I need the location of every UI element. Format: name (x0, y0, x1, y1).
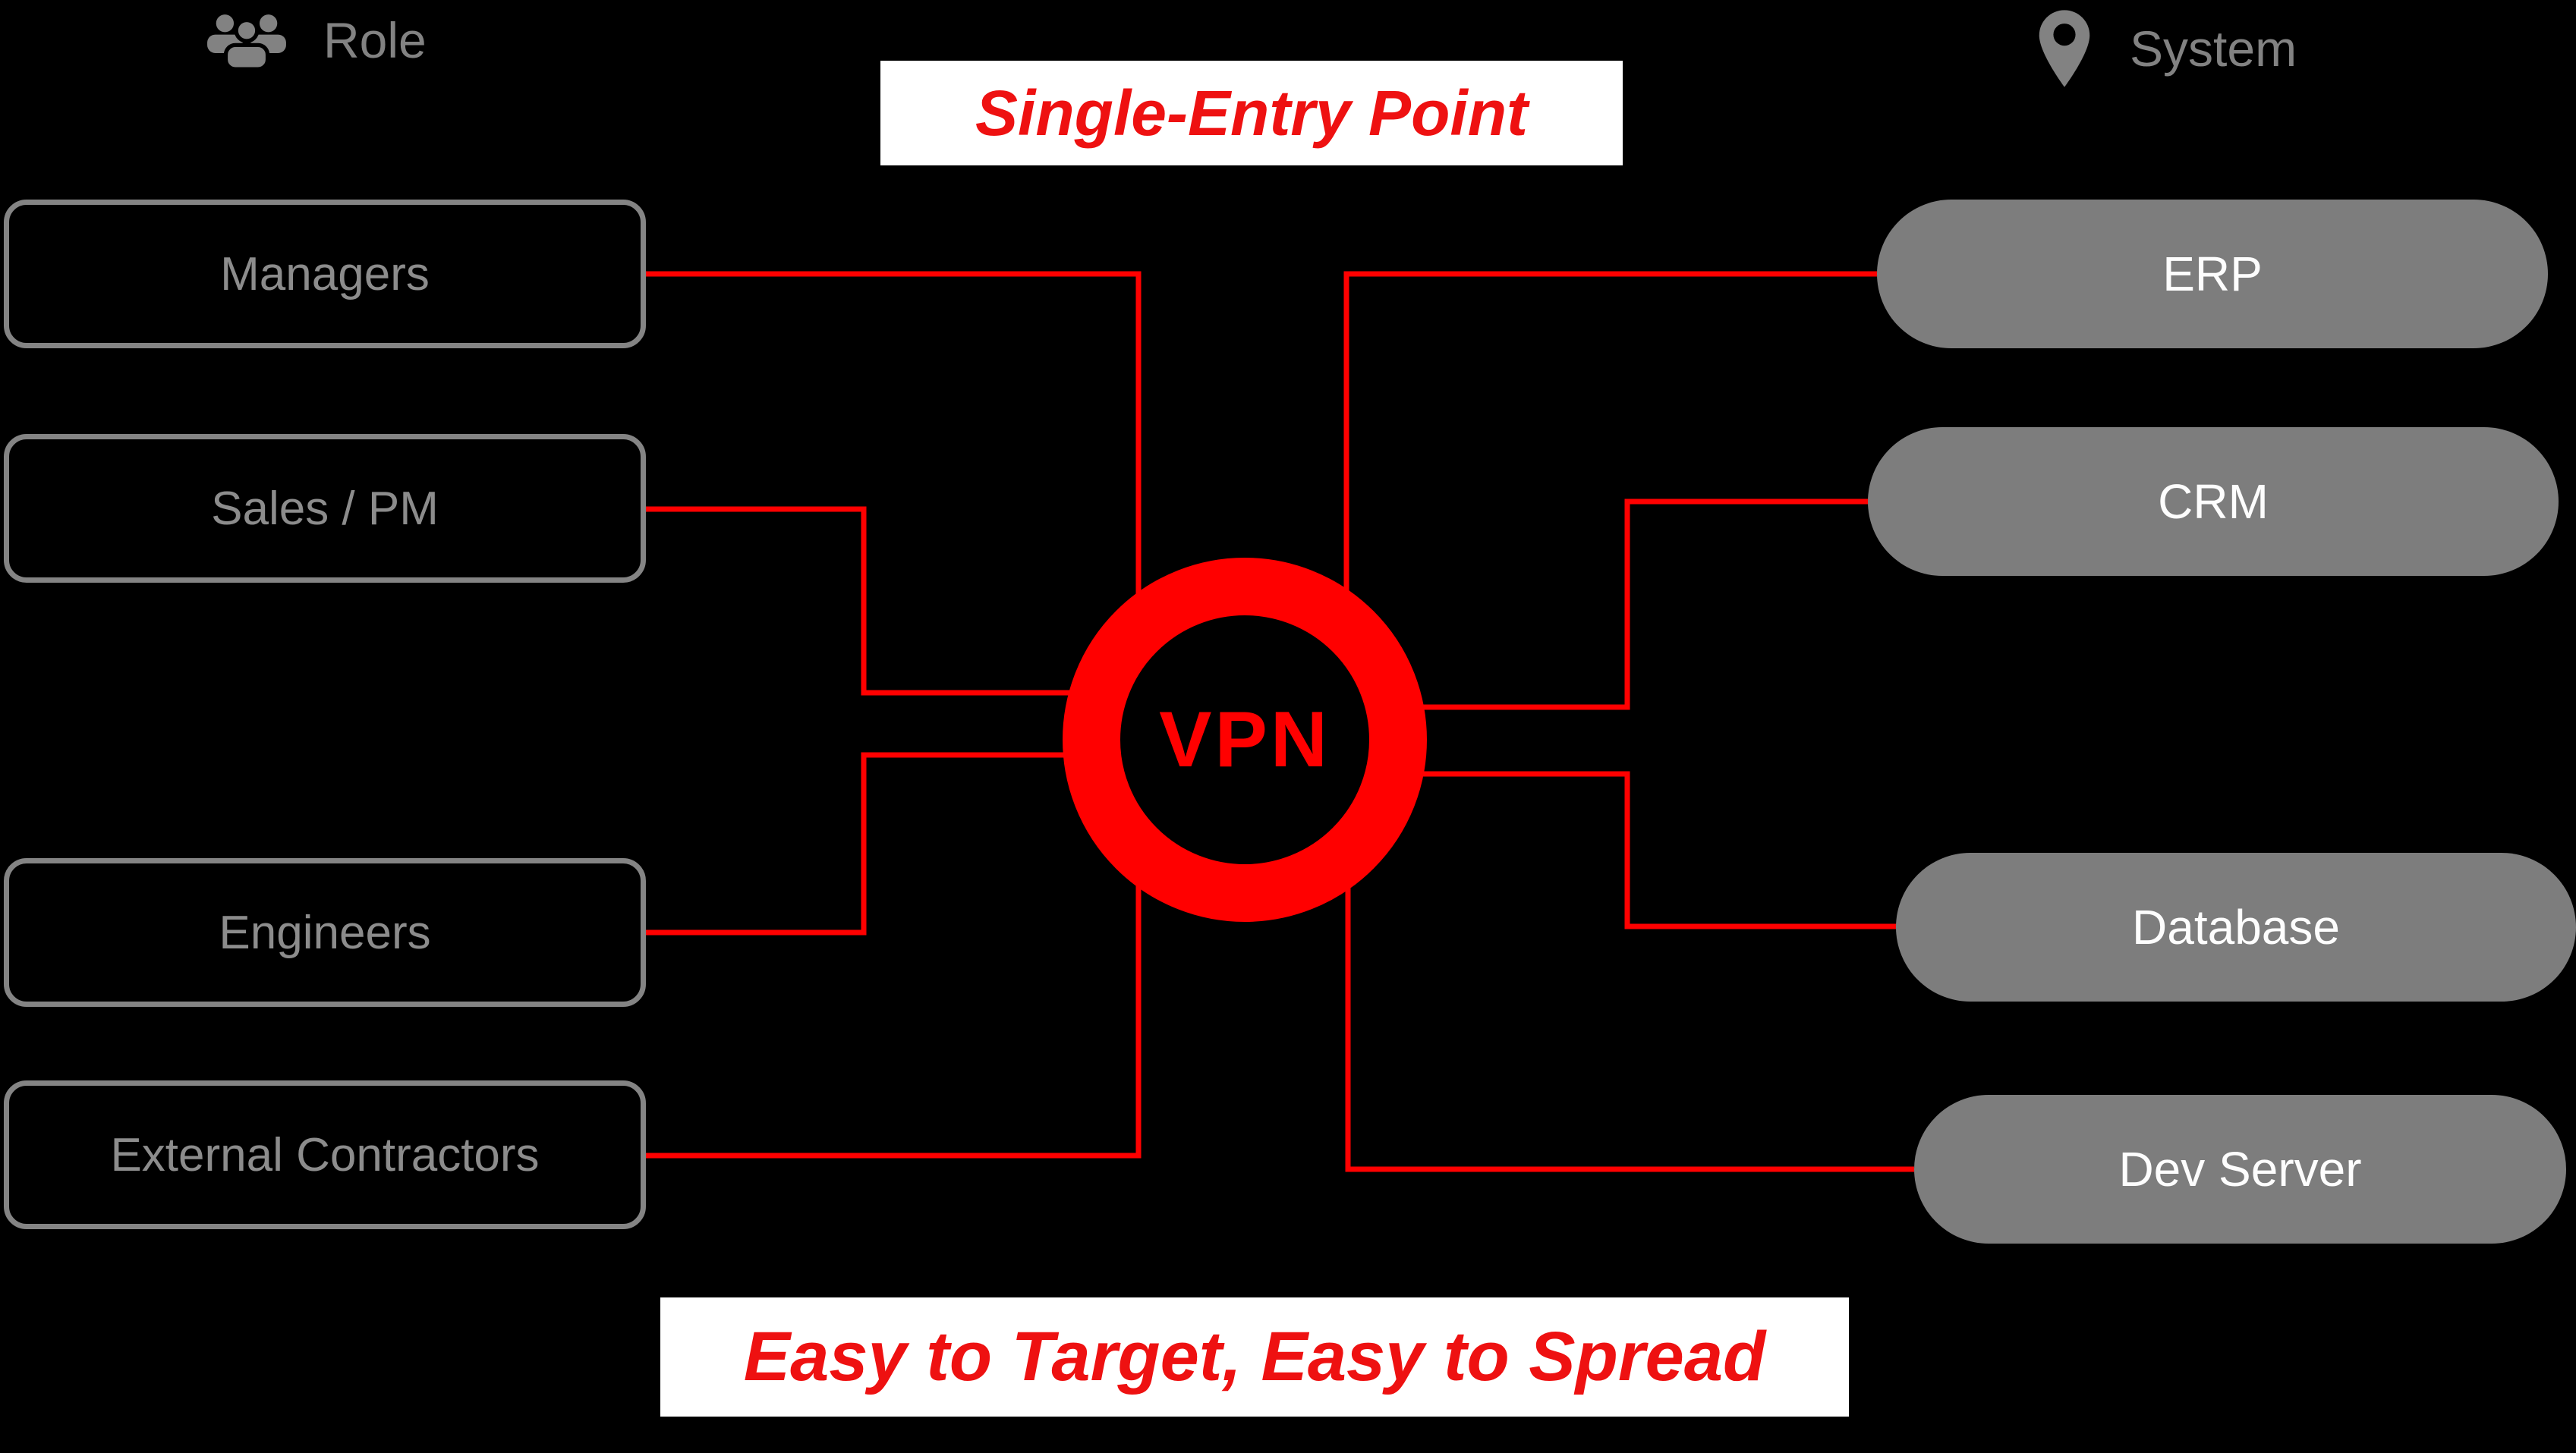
system-pill-crm-label: CRM (2158, 474, 2269, 529)
edge-vpn-database (1393, 771, 1897, 929)
top-banner-text: Single-Entry Point (975, 77, 1529, 149)
bottom-banner: Easy to Target, Easy to Spread (660, 1297, 1849, 1417)
system-pill-crm: CRM (1868, 427, 2559, 576)
location-pin-icon (2039, 10, 2090, 87)
legend-role-label: Role (323, 12, 427, 68)
system-pill-database: Database (1896, 853, 2576, 1002)
edge-external-contractors-vpn (646, 846, 1142, 1159)
vpn-hub-label: VPN (1159, 695, 1331, 784)
system-pill-erp-label: ERP (2162, 247, 2263, 301)
edge-vpn-crm (1393, 498, 1870, 710)
legend-role: Role (206, 11, 427, 70)
vpn-ring (1063, 558, 1427, 922)
top-banner: Single-Entry Point (880, 61, 1623, 165)
role-box-sales-pm-label: Sales / PM (211, 482, 439, 535)
edge-vpn-erp (1343, 271, 1877, 634)
role-box-managers: Managers (4, 200, 646, 348)
role-box-sales-pm: Sales / PM (4, 434, 646, 583)
bottom-banner-text: Easy to Target, Easy to Spread (743, 1318, 1766, 1395)
edge-engineers-vpn (646, 752, 1104, 936)
edge-managers-vpn (646, 271, 1142, 637)
system-pill-erp: ERP (1877, 200, 2548, 348)
role-box-engineers-label: Engineers (219, 906, 431, 959)
legend-system-label: System (2130, 20, 2297, 77)
system-pill-dev-server-label: Dev Server (2118, 1142, 2362, 1197)
system-pill-dev-server: Dev Server (1914, 1095, 2566, 1244)
role-box-managers-label: Managers (220, 247, 430, 300)
role-box-engineers: Engineers (4, 858, 646, 1007)
edge-sales-pm-vpn (646, 506, 1104, 696)
system-pill-database-label: Database (2132, 900, 2340, 955)
role-box-external-contractors-label: External Contractors (110, 1128, 540, 1181)
role-box-external-contractors: External Contractors (4, 1080, 646, 1229)
people-group-icon (207, 14, 286, 70)
edge-vpn-dev-server (1345, 846, 1914, 1172)
legend-system: System (2036, 8, 2297, 90)
